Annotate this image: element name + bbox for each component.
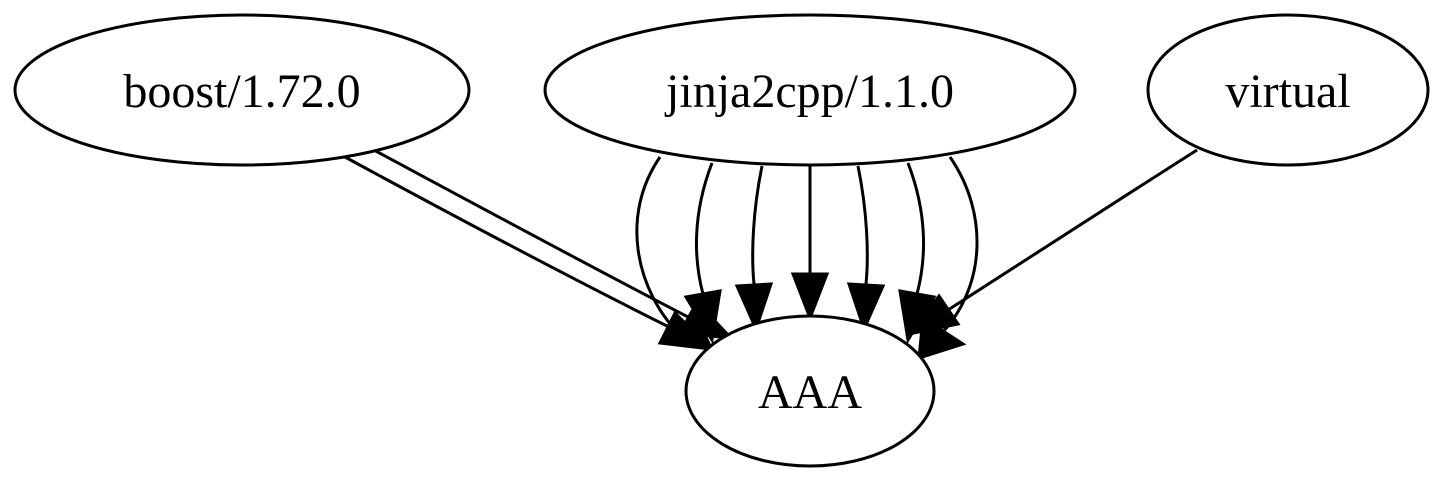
- edge-arrowhead: [683, 289, 722, 345]
- nodes: boost/1.72.0 jinja2cpp/1.1.0 virtual AAA: [13, 13, 1430, 468]
- node-boost: boost/1.72.0: [13, 13, 471, 167]
- node-aaa: AAA: [684, 314, 936, 468]
- edge-jinja2cpp-to-aaa: [694, 162, 714, 295]
- edge-jinja2cpp-to-aaa: [856, 165, 869, 285]
- edge-jinja2cpp-to-aaa: [751, 165, 764, 285]
- edge-arrowhead: [905, 293, 961, 337]
- node-jinja2cpp: jinja2cpp/1.1.0: [543, 13, 1077, 167]
- node-label-aaa: AAA: [758, 366, 862, 419]
- edges: [344, 147, 1198, 361]
- node-label-boost: boost/1.72.0: [123, 65, 360, 118]
- node-virtual: virtual: [1146, 13, 1430, 167]
- edge-boost-to-aaa: [344, 155, 668, 328]
- edge-jinja2cpp-to-aaa: [635, 156, 683, 338]
- node-label-jinja2cpp: jinja2cpp/1.1.0: [664, 65, 954, 118]
- node-label-virtual: virtual: [1225, 65, 1350, 118]
- edge-arrowhead: [683, 315, 715, 353]
- edge-arrowhead: [846, 282, 886, 334]
- edge-boost-to-aaa: [371, 147, 691, 320]
- edge-arrowhead: [734, 282, 774, 334]
- edge-arrowhead: [790, 272, 830, 323]
- edge-jinja2cpp-to-aaa: [906, 162, 926, 295]
- edge-virtual-to-aaa: [947, 148, 1198, 312]
